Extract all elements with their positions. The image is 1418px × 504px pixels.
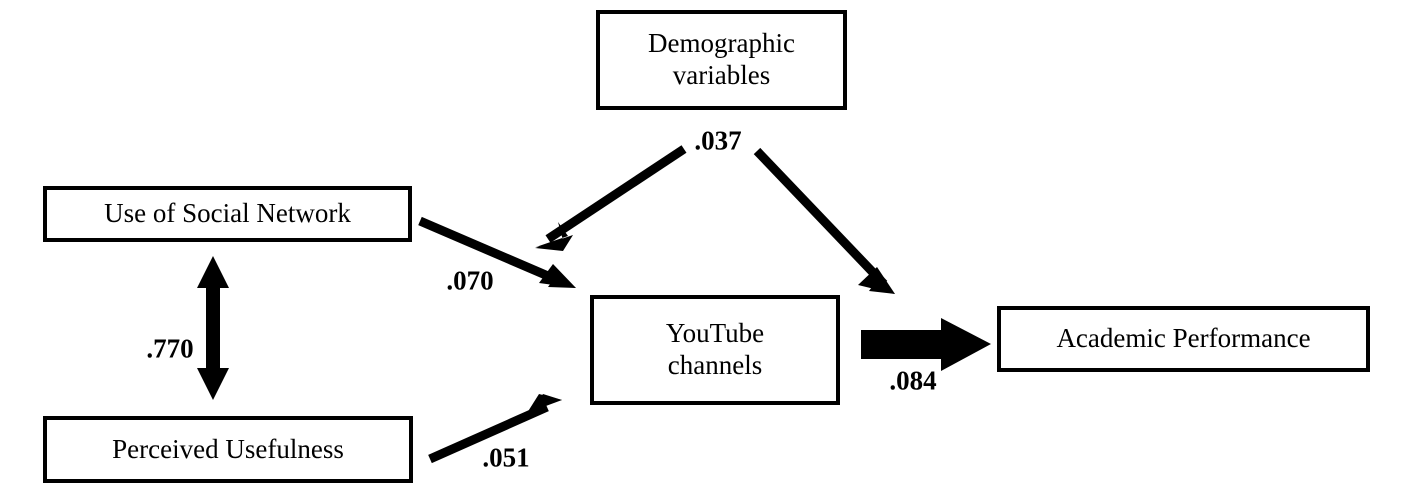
coefficient-youtube-to-academic: .084 bbox=[889, 365, 937, 396]
node-use-of-social-network-label: Use of Social Network bbox=[104, 198, 351, 229]
coefficient-perceived-usefulness-to-youtube: .051 bbox=[482, 442, 530, 473]
coefficient-use-of-social-network-perceived-usefulness: .770 bbox=[146, 333, 194, 364]
node-perceived-usefulness-label: Perceived Usefulness bbox=[112, 433, 344, 464]
node-use-of-social-network[interactable]: Use of Social Network bbox=[43, 186, 412, 242]
coefficient-use-of-social-network-to-youtube: .070 bbox=[446, 265, 494, 296]
node-youtube-channels[interactable]: YouTube channels bbox=[590, 295, 840, 405]
node-academic-performance[interactable]: Academic Performance bbox=[997, 306, 1370, 372]
edge-use-of-social-network-perceived-usefulness bbox=[197, 256, 229, 400]
node-demographic-variables-label: Demographic variables bbox=[648, 28, 795, 90]
coefficient-demographic-to-youtube: .037 bbox=[694, 125, 742, 156]
edge-demographic-to-youtube bbox=[535, 145, 687, 251]
edge-use-of-social-network-to-youtube bbox=[418, 216, 576, 288]
node-youtube-channels-label: YouTube channels bbox=[665, 318, 765, 380]
node-perceived-usefulness[interactable]: Perceived Usefulness bbox=[43, 416, 413, 483]
edge-perceived-usefulness-to-youtube bbox=[428, 394, 562, 464]
edge-youtube-to-academic bbox=[861, 318, 991, 371]
edge-demographic-to-academic bbox=[753, 147, 895, 294]
node-demographic-variables[interactable]: Demographic variables bbox=[596, 10, 847, 110]
node-academic-performance-label: Academic Performance bbox=[1056, 323, 1311, 354]
